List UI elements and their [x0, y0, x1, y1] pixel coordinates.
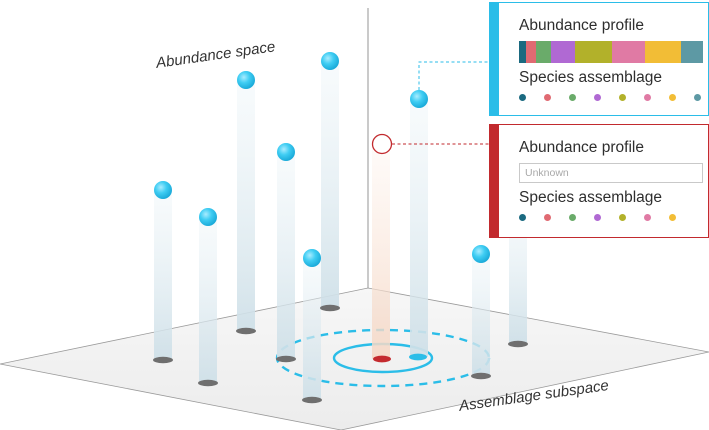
species-dot	[669, 94, 676, 101]
species-dot	[519, 94, 526, 101]
known-site-panel: Abundance profile Species assemblage	[489, 2, 709, 116]
abundance-segment	[574, 41, 612, 63]
abundance-point	[410, 90, 428, 108]
abundance-point	[321, 52, 339, 70]
pillar	[303, 258, 321, 400]
species-dot	[694, 94, 701, 101]
pillar	[410, 99, 428, 357]
abundance-segment	[519, 41, 527, 63]
pillar	[154, 190, 172, 360]
abundance-segment	[535, 41, 551, 63]
abundance-segment	[645, 41, 681, 63]
unknown-abundance-marker	[371, 133, 393, 155]
assemblage-subspace-plane	[0, 287, 709, 430]
abundance-segment	[680, 41, 703, 63]
species-dot	[569, 214, 576, 221]
abundance-segment	[611, 41, 646, 63]
pillar	[277, 152, 295, 359]
pillar-base	[320, 304, 340, 312]
species-dot	[619, 94, 626, 101]
abundance-point	[199, 208, 217, 226]
unknown-site-panel: Abundance profile Unknown Species assemb…	[489, 124, 709, 238]
target-pillar	[372, 144, 390, 359]
pillar	[509, 206, 527, 344]
abundance-point	[472, 245, 490, 263]
species-dot	[644, 214, 651, 221]
abundance-segment	[550, 41, 575, 63]
pillar	[237, 80, 255, 331]
abundance-point	[154, 181, 172, 199]
pillar	[472, 254, 490, 376]
pillar-base	[276, 355, 296, 363]
known-connector	[418, 61, 490, 90]
pillar	[199, 217, 217, 383]
species-assemblage-dots	[519, 214, 694, 221]
species-dot	[519, 214, 526, 221]
data-pillars	[153, 52, 528, 404]
abundance-point	[277, 143, 295, 161]
species-dot	[619, 214, 626, 221]
species-dot	[544, 214, 551, 221]
species-assemblage-dots	[519, 94, 709, 101]
pillar-base	[153, 356, 173, 364]
pillar-base	[302, 396, 322, 404]
pillar	[321, 61, 339, 308]
species-dot	[594, 214, 601, 221]
pillar-base	[508, 340, 528, 348]
neighbor-base	[409, 353, 427, 361]
species-assemblage-title: Species assemblage	[519, 189, 663, 206]
species-dot	[669, 214, 676, 221]
species-dot	[569, 94, 576, 101]
species-dot	[594, 94, 601, 101]
abundance-profile-title: Abundance profile	[519, 139, 644, 156]
pillar-base	[236, 327, 256, 335]
abundance-profile-bar	[519, 41, 703, 63]
abundance-profile-title: Abundance profile	[519, 17, 644, 34]
pillar-base	[471, 372, 491, 380]
abundance-point	[303, 249, 321, 267]
abundance-point	[237, 71, 255, 89]
abundance-segment	[526, 41, 536, 63]
unknown-abundance-field: Unknown	[519, 163, 703, 183]
species-assemblage-title: Species assemblage	[519, 69, 663, 86]
target-point	[373, 355, 391, 363]
species-dot	[544, 94, 551, 101]
species-dot	[644, 94, 651, 101]
pillar-base	[198, 379, 218, 387]
